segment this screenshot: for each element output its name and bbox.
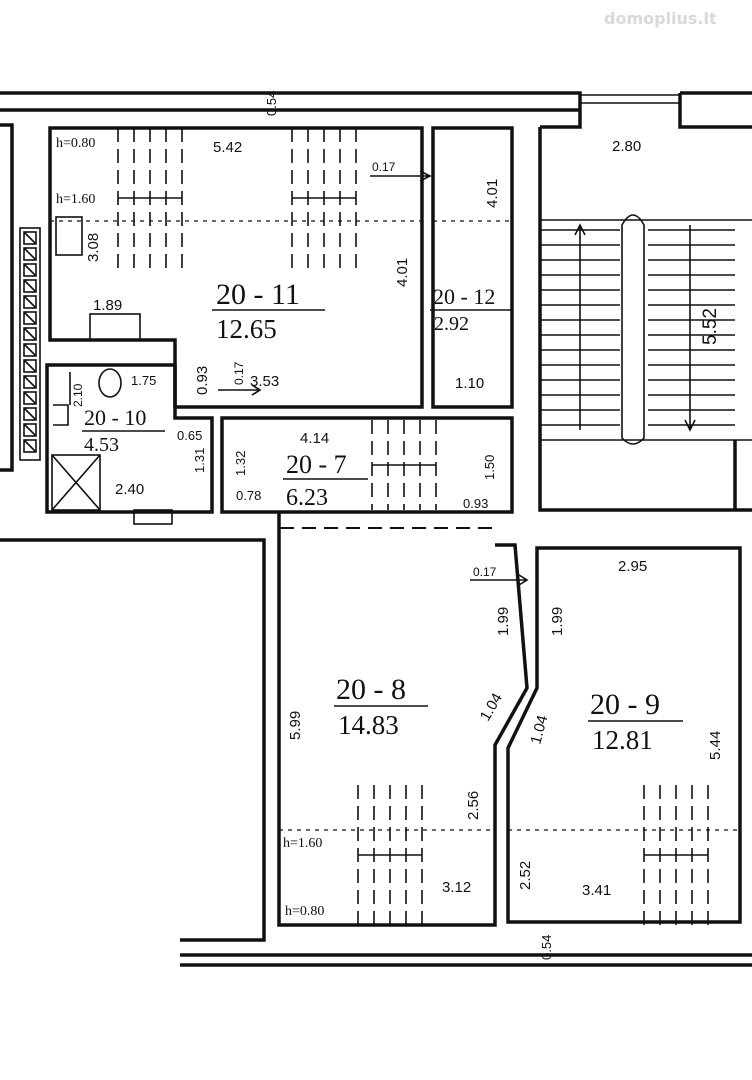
room-20-12 (431, 126, 514, 409)
dim-1-04-b: 1.04 (527, 713, 551, 746)
dim-5-42: 5.42 (213, 139, 242, 156)
dimension-lines (218, 170, 529, 586)
room-area-20-12: 2.92 (434, 313, 469, 335)
dim-2-40: 2.40 (115, 481, 144, 498)
dim-5-99: 5.99 (287, 711, 304, 740)
stairwell (538, 127, 752, 512)
room-id-20-8: 20 - 8 (336, 673, 406, 706)
dim-3-08: 3.08 (85, 233, 102, 262)
room-20-9 (506, 546, 742, 924)
dim-0-78: 0.78 (236, 488, 261, 503)
dim-0-54-bottom: 0.54 (539, 935, 554, 960)
facade-balcony-boxes (19, 227, 41, 461)
dim-1-10: 1.10 (455, 375, 484, 392)
dim-1-32: 1.32 (233, 451, 248, 476)
dim-0-17-a: 0.17 (372, 160, 396, 174)
room-id-20-11: 20 - 11 (216, 278, 300, 311)
room-area-20-7: 6.23 (286, 485, 328, 511)
built-in-cabinets (117, 128, 709, 925)
room-20-8 (277, 512, 529, 927)
height-0-80-bottom: h=0.80 (285, 904, 324, 919)
dim-3-41: 3.41 (582, 882, 611, 899)
room-id-20-7: 20 - 7 (286, 450, 347, 479)
room-area-20-11: 12.65 (216, 314, 277, 344)
dim-2-95: 2.95 (618, 558, 647, 575)
room-20-7 (220, 416, 514, 529)
dim-1-99-a: 1.99 (495, 607, 512, 636)
dim-0-54-top: 0.54 (264, 91, 279, 116)
dim-1-99-b: 1.99 (549, 607, 566, 636)
height-1-60-bottom: h=1.60 (283, 836, 322, 851)
room-id-20-10: 20 - 10 (84, 405, 146, 430)
dim-3-53: 3.53 (250, 373, 279, 390)
room-20-10 (45, 363, 214, 525)
room-id-20-9: 20 - 9 (590, 688, 660, 721)
dim-1-31: 1.31 (192, 448, 207, 473)
dim-2-56: 2.56 (465, 791, 482, 820)
dim-5-44: 5.44 (707, 731, 724, 760)
dim-4-14: 4.14 (300, 430, 329, 447)
height-0-80-top: h=0.80 (56, 136, 95, 151)
dim-1-04-a: 1.04 (477, 690, 506, 724)
dim-0-17-b: 0.17 (232, 361, 246, 385)
dim-4-01-a: 4.01 (484, 179, 501, 208)
dim-1-75: 1.75 (131, 373, 156, 388)
dim-3-12: 3.12 (442, 879, 471, 896)
dim-2-80: 2.80 (612, 138, 641, 155)
exterior-walls (0, 91, 752, 967)
dim-0-93-b: 0.93 (463, 496, 488, 511)
dim-1-50: 1.50 (482, 455, 497, 480)
watermark: domoplius.lt (604, 9, 717, 28)
dim-5-52: 5.52 (700, 308, 721, 345)
dim-0-65: 0.65 (177, 428, 202, 443)
room-area-20-9: 12.81 (592, 725, 653, 755)
dim-1-89: 1.89 (93, 297, 122, 314)
room-area-20-10: 4.53 (84, 434, 119, 456)
dim-0-17-c: 0.17 (473, 565, 497, 579)
dim-0-93-a: 0.93 (194, 366, 211, 395)
height-1-60-top: h=1.60 (56, 192, 95, 207)
dim-4-01-b: 4.01 (394, 258, 411, 287)
room-id-20-12: 20 - 12 (433, 284, 495, 309)
dim-2-52: 2.52 (517, 861, 534, 890)
room-area-20-8: 14.83 (338, 710, 399, 740)
dim-2-10: 2.10 (71, 383, 85, 407)
